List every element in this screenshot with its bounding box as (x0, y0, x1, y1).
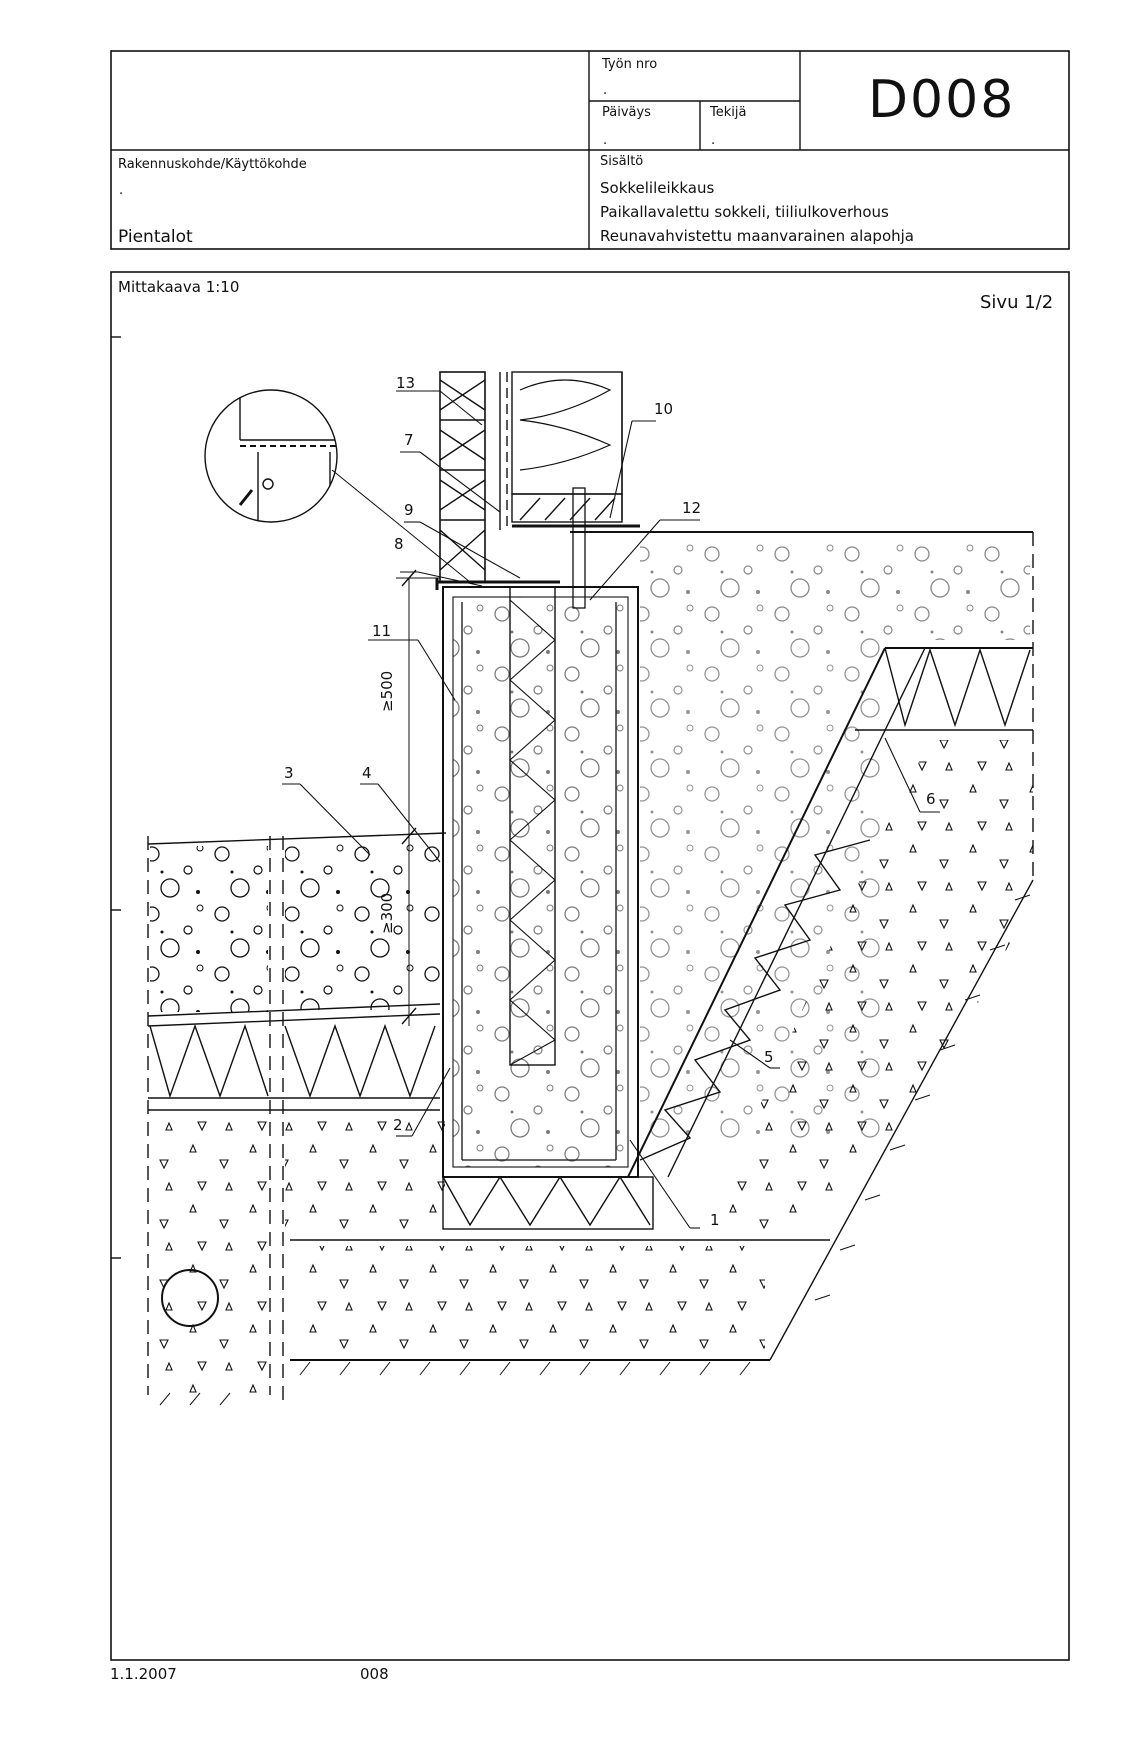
callout-11-12: 12 (682, 499, 702, 517)
callout-4: 4 (362, 764, 372, 782)
callout-2: 2 (393, 1116, 403, 1134)
project-name: Pientalot (118, 227, 193, 247)
dimension-300: ≥300 (378, 892, 396, 934)
callout-9: 9 (404, 501, 414, 519)
author-label: Tekijä (710, 105, 747, 120)
callout-6: 6 (926, 790, 936, 808)
callout-13: 13 (396, 374, 416, 392)
project-value: . (119, 183, 124, 198)
callout-10: 10 (654, 400, 674, 418)
author-value: . (711, 133, 716, 148)
dimension-500: ≥500 (378, 670, 396, 712)
date-value: . (603, 133, 608, 148)
date-label: Päiväys (602, 105, 651, 120)
content-line-3: Reunavahvistettu maanvarainen alapohja (600, 227, 914, 245)
content-line-2: Paikallavalettu sokkeli, tiiliulkoverhou… (600, 203, 889, 221)
scale-label: Mittakaava 1:10 (118, 278, 240, 296)
callout-11: 11 (372, 622, 392, 640)
callout-1: 1 (710, 1211, 720, 1229)
callout-5: 5 (764, 1048, 774, 1066)
job-number-value: . (603, 83, 608, 98)
footer-date: 1.1.2007 (110, 1665, 177, 1683)
callout-8: 8 (394, 535, 404, 553)
callout-7: 7 (404, 431, 414, 449)
drawing-code: D008 (868, 70, 1016, 130)
page-label: Sivu 1/2 (980, 292, 1054, 313)
project-label: Rakennuskohde/Käyttökohde (118, 157, 307, 172)
footer-code: 008 (360, 1665, 389, 1683)
callout-3: 3 (284, 764, 294, 782)
content-label: Sisältö (600, 154, 644, 169)
content-line-1: Sokkelileikkaus (600, 179, 715, 197)
job-number-label: Työn nro (602, 57, 658, 72)
